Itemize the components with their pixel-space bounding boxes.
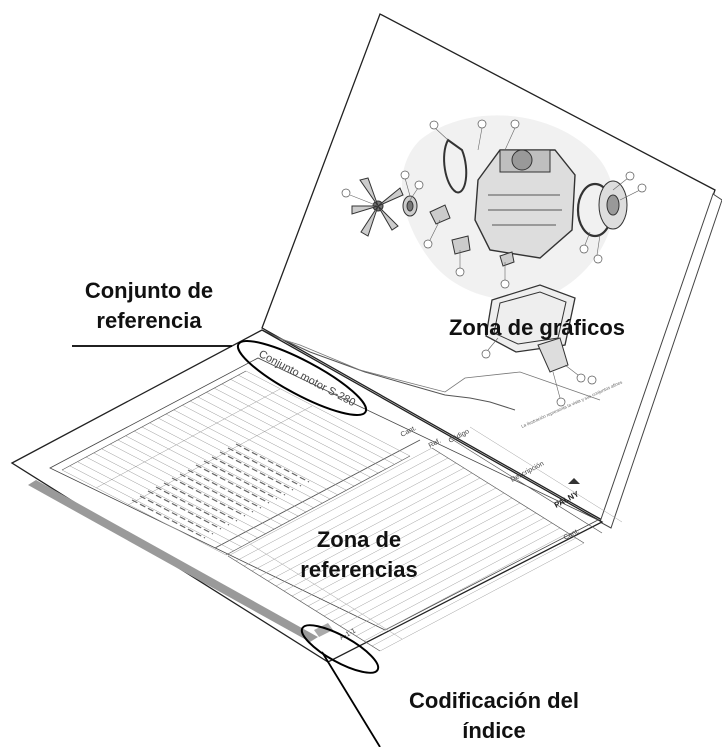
references-zone-line1: Zona de [316, 527, 402, 552]
engine-exploded-drawing [341, 115, 647, 407]
index-band [28, 480, 318, 642]
references-sheet [10, 329, 604, 663]
reference-set-line1: Conjunto de [84, 278, 214, 303]
references-zone-line2: referencias [300, 557, 418, 582]
reference-set-callout: Conjunto de referencia [64, 276, 234, 336]
oil-pan-part [485, 284, 576, 353]
index-coding-line2: índice [462, 718, 526, 743]
index-coding-callout: Codificación del índice [384, 686, 604, 746]
fan-part [351, 177, 404, 237]
flywheel-part [598, 180, 628, 230]
references-zone-callout: Zona de referencias [284, 525, 434, 585]
index-coding-line1: Codificación del [409, 688, 579, 713]
callout-annotations [72, 340, 381, 748]
pulley-part [402, 195, 418, 217]
graphics-zone-callout: Zona de gráficos [448, 315, 626, 340]
reference-table-left [61, 370, 411, 556]
reference-table-right [227, 426, 623, 652]
reference-set-line2: referencia [96, 308, 202, 333]
